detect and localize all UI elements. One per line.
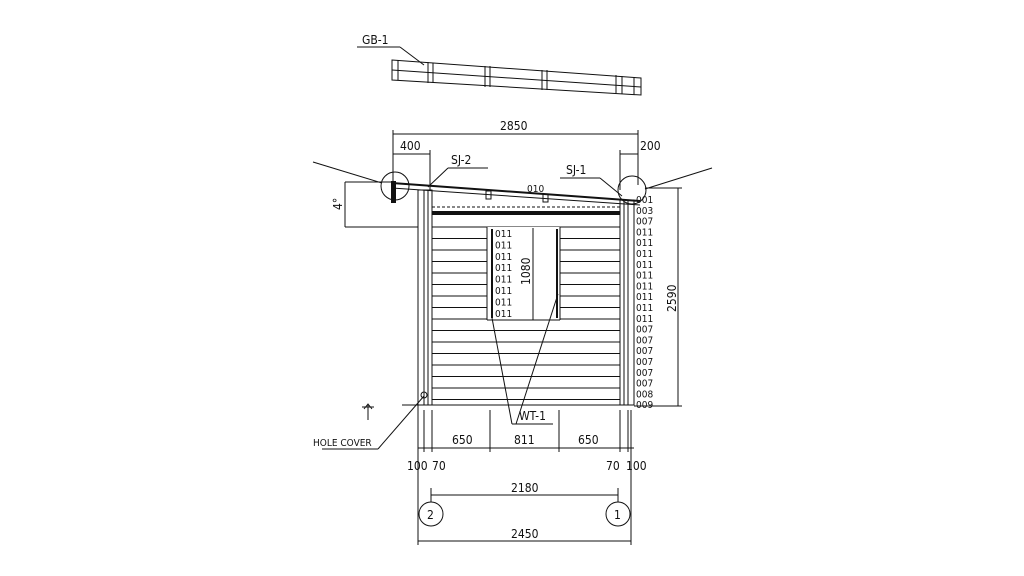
dim-window-height: 1080 xyxy=(519,257,533,285)
log-label: 011 xyxy=(495,252,512,263)
dim-right-inner: 70 xyxy=(606,459,620,473)
dim-overall-width: 2450 xyxy=(511,527,539,541)
sj2-label: SJ-2 xyxy=(451,153,471,167)
wall-logs xyxy=(432,226,620,400)
dim-height: 2590 xyxy=(665,284,679,312)
right-wall xyxy=(619,199,635,406)
dim-right-outer: 100 xyxy=(626,459,647,473)
dim-axis-span: 2180 xyxy=(511,481,539,495)
axis-marker-2 xyxy=(418,501,444,527)
dim-overall-roof: 2850 xyxy=(500,119,528,133)
log-label: 011 xyxy=(495,263,512,274)
log-label: 011 xyxy=(636,281,653,292)
log-label: 007 xyxy=(636,346,653,357)
log-label: 011 xyxy=(636,260,653,271)
dim-left-overhang: 400 xyxy=(400,139,421,153)
log-label: 001 xyxy=(636,195,653,206)
log-label: 007 xyxy=(636,217,653,228)
dim-right-panel: 650 xyxy=(578,433,599,447)
log-label: 011 xyxy=(495,229,512,240)
log-label: 011 xyxy=(636,303,653,314)
log-label: 011 xyxy=(636,238,653,249)
dim-window-width: 811 xyxy=(514,433,535,447)
right-log-labels: 0010030070110110110110110110110110110070… xyxy=(636,195,653,411)
gable-beam-gb1 xyxy=(391,59,642,96)
log-label: 011 xyxy=(495,286,512,297)
log-label: 007 xyxy=(636,368,653,379)
axis-marker-1 xyxy=(605,501,631,527)
left-wall xyxy=(417,189,433,406)
dim-left-inner: 70 xyxy=(432,459,446,473)
log-label: 011 xyxy=(636,314,653,325)
gb1-label: GB-1 xyxy=(362,33,389,47)
roof-part-label: 010 xyxy=(527,184,544,195)
axis-label-1: 1 xyxy=(614,508,621,522)
log-label: 011 xyxy=(495,309,512,320)
wt1-label: WT-1 xyxy=(519,409,546,423)
sj1-label: SJ-1 xyxy=(566,163,586,177)
axis-label-2: 2 xyxy=(427,508,434,522)
hole-cover-label: HOLE COVER xyxy=(313,438,372,449)
log-label: 011 xyxy=(636,227,653,238)
log-label: 011 xyxy=(636,271,653,282)
roof-angle: 4° xyxy=(331,198,345,210)
log-label: 008 xyxy=(636,389,653,400)
dim-left-panel: 650 xyxy=(452,433,473,447)
log-label: 007 xyxy=(636,357,653,368)
log-label: 011 xyxy=(636,292,653,303)
log-label: 011 xyxy=(495,275,512,286)
log-label: 011 xyxy=(495,240,512,251)
dim-left-outer: 100 xyxy=(407,459,428,473)
log-label: 011 xyxy=(636,249,653,260)
log-label: 007 xyxy=(636,325,653,336)
log-label: 003 xyxy=(636,206,653,217)
dim-right-overhang: 200 xyxy=(640,139,661,153)
log-label: 007 xyxy=(636,335,653,346)
log-label: 011 xyxy=(495,297,512,308)
log-label: 007 xyxy=(636,379,653,390)
